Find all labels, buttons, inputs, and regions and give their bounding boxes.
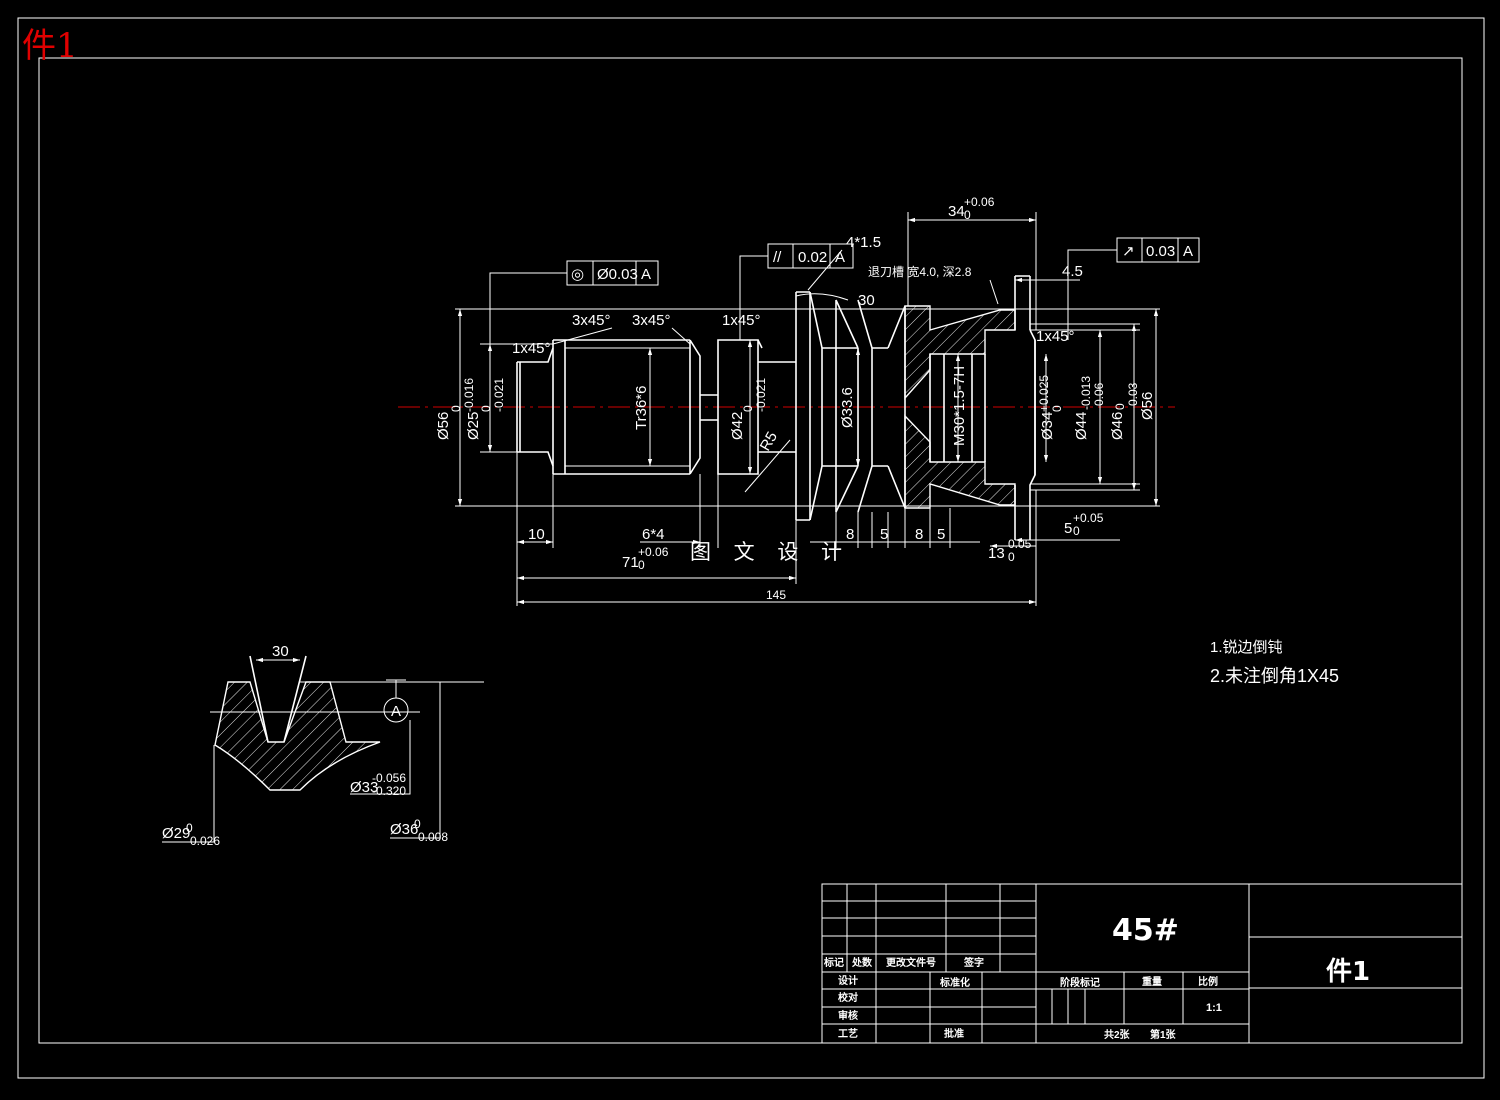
note-1: 1.锐边倒钝: [1210, 639, 1283, 656]
dim-len-5a: 5: [880, 526, 888, 543]
chamfer-labels: 1x45° 3x45° 3x45° 1x45° 1x45°: [512, 312, 1075, 357]
dim-groove-4x1-5: 4*1.5: [846, 234, 881, 251]
groove-note: 退刀槽 宽4.0, 深2.8: [868, 264, 972, 279]
part-name: 件1: [1326, 957, 1370, 987]
text-title-block-labels-check: 校对: [838, 991, 858, 1004]
detail-d36: Ø36: [390, 821, 418, 838]
dim-d56-left: Ø56: [435, 412, 452, 440]
fcf-parallelism-symbol: //: [773, 249, 782, 266]
text-title-block-labels-weight: 重量: [1142, 975, 1162, 988]
chamfer-1: 1x45°: [512, 340, 551, 357]
dim-angle-30: 30: [858, 292, 875, 309]
bore-section-upper: [904, 305, 1016, 400]
dim-d56-left-tol: 0-0.016: [449, 378, 476, 412]
dim-len-71: 71: [622, 554, 639, 571]
text-title-block-labels-process: 工艺: [838, 1027, 858, 1040]
right-diameter-dims: M30*1.5-7H Ø34 +0.0250 Ø44 -0.013-0.06 Ø…: [951, 309, 1159, 506]
text-title-block-labels-scale: 比例: [1198, 975, 1218, 988]
detail-d33: Ø33: [350, 779, 378, 796]
text-title-block-labels-sign: 签字: [963, 956, 984, 969]
title-block: 45# 件1 标记 处数 更改文件号 签字 设计 标准化 校对 审核 工艺 批准…: [821, 883, 1463, 1044]
dim-d25-tol: 0-0.021: [479, 378, 506, 412]
fcf-concentricity-datum: A: [641, 266, 651, 283]
text-title-block-labels-stage-mark: 阶段标记: [1060, 976, 1100, 989]
text-title-block-labels-approve: 批准: [944, 1027, 964, 1040]
text-title-block-labels-change-doc: 更改文件号: [886, 956, 936, 969]
dim-len-5b: 5: [937, 526, 945, 543]
dim-d46-tol: 0-0.03: [1113, 382, 1140, 410]
dim-len-5: 5: [1064, 520, 1072, 537]
dim-top-34: 34: [948, 203, 965, 220]
dim-len-6x4: 6*4: [642, 526, 665, 543]
text-title-block-labels-mark: 标记: [823, 956, 844, 969]
fcf-parallelism: // 0.02 A: [739, 243, 854, 340]
text-title-block-labels-review: 审核: [838, 1009, 858, 1022]
text-title-block-labels-count: 处数: [851, 956, 873, 969]
text-title-block-labels-sheet-no: 第1张: [1150, 1028, 1177, 1041]
detail-d33-tol: -0.056-0.320: [372, 771, 406, 798]
text-title-block-labels-sheets-total: 共2张: [1104, 1028, 1131, 1041]
note-2: 2.未注倒角1X45: [1210, 666, 1339, 686]
detail-angle: 30: [272, 643, 289, 660]
dim-d42-tol: 0-0.021: [741, 378, 768, 412]
inner-frame: [38, 57, 1463, 1044]
chamfer-5: 1x45°: [1036, 328, 1075, 345]
corner-label: 件1: [22, 26, 78, 66]
dim-len-10: 10: [528, 526, 545, 543]
dim-d34: Ø34: [1039, 412, 1056, 440]
dim-len-8b: 8: [915, 526, 923, 543]
dim-thread-tr: Tr36*6: [633, 386, 650, 430]
technical-notes: 1.锐边倒钝 2.未注倒角1X45: [1210, 639, 1339, 686]
dim-d34-tol: +0.0250: [1037, 375, 1064, 412]
dim-len-145: 145: [766, 588, 786, 602]
detail-d29: Ø29: [162, 825, 190, 842]
shaft-main-view: [398, 275, 1175, 540]
chamfer-3: 3x45°: [632, 312, 671, 329]
dim-d25: Ø25: [465, 412, 482, 440]
watermark: 图 文 设 计: [690, 540, 850, 564]
fcf-parallelism-datum: A: [835, 249, 845, 266]
text-title-block-labels-standardize: 标准化: [939, 976, 970, 989]
fcf-concentricity-symbol: ◎: [571, 266, 584, 283]
dim-len-13: 13: [988, 545, 1005, 562]
fcf-runout-symbol: ↗: [1122, 243, 1135, 260]
dim-d46: Ø46: [1109, 412, 1126, 440]
dim-d33-6: Ø33.6: [839, 387, 856, 428]
outer-border: [17, 17, 1485, 1079]
fcf-runout: ↗ 0.03 A: [1067, 237, 1200, 340]
text-title-block-labels-design: 设计: [838, 974, 858, 987]
fcf-parallelism-tol: 0.02: [798, 249, 827, 266]
dim-top-4-5: 4.5: [1062, 263, 1083, 280]
material: 45#: [1112, 913, 1179, 948]
detail-datum: A: [391, 703, 401, 720]
fcf-concentricity: ◎ Ø0.03 A: [489, 260, 659, 344]
detail-view: 30 A Ø33 -0.056-0.320 Ø29 0-0.026 Ø36 0-…: [162, 643, 484, 848]
chamfer-4: 1x45°: [722, 312, 761, 329]
dim-m30: M30*1.5-7H: [951, 366, 968, 446]
dim-d56-right: Ø56: [1139, 392, 1156, 420]
dim-d44: Ø44: [1073, 412, 1090, 440]
detail-d29-tol: 0-0.026: [186, 821, 220, 848]
fcf-concentricity-tol: Ø0.03: [597, 266, 638, 283]
chamfer-2: 3x45°: [572, 312, 611, 329]
dim-d44-tol: -0.013-0.06: [1079, 376, 1106, 410]
fcf-runout-datum: A: [1183, 243, 1193, 260]
text-title-block-labels-scale-value: 1:1: [1206, 1002, 1222, 1014]
detail-d36-tol: 0-0.008: [414, 817, 448, 844]
left-diameter-dims: Ø56 0-0.016 Ø25 0-0.021 Tr36*6 Ø42 0-0.0…: [435, 309, 861, 506]
dim-d42: Ø42: [729, 412, 746, 440]
dim-len-8a: 8: [846, 526, 854, 543]
fcf-runout-tol: 0.03: [1146, 243, 1175, 260]
dim-r5: R5: [757, 429, 781, 454]
